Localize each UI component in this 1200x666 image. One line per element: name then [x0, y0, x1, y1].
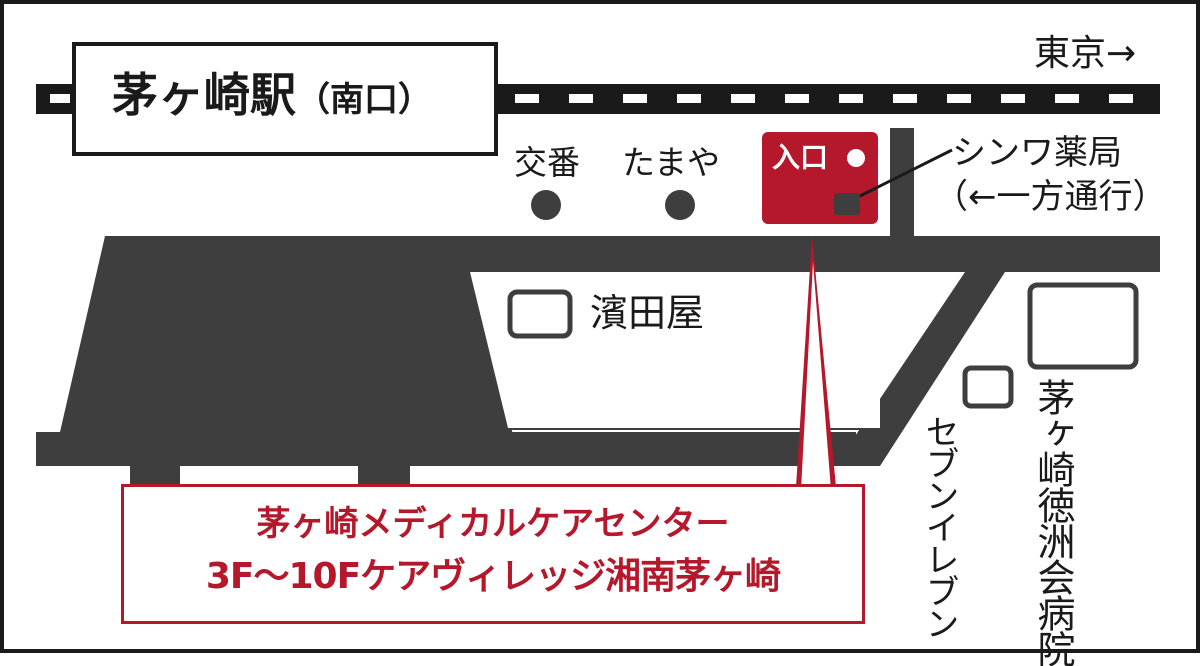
direction-tokyo-label: 東京→: [1034, 33, 1137, 74]
pharmacy-marker: [834, 193, 860, 215]
pharmacy-leader: [859, 148, 953, 198]
hamadaya-marker: [507, 289, 573, 339]
seven-eleven-label: セブンイレブン: [919, 414, 959, 638]
hamadaya-label: 濱田屋: [590, 291, 705, 335]
callout-subtitle: 3F〜10Fケアヴィレッジ湘南茅ヶ崎: [205, 556, 781, 597]
station-exit-text: （南口）: [296, 80, 432, 120]
one-way-label: （←一方通行）: [934, 177, 1167, 217]
railway-ties: [50, 94, 1133, 103]
entrance-dot: [847, 149, 865, 167]
station-sign: 茅ヶ崎駅（南口）: [72, 42, 498, 156]
road-stub-right: [358, 462, 410, 488]
seven-eleven-marker: [962, 365, 1014, 409]
facility-callout: 茅ヶ崎メディカルケアセンター 3F〜10Fケアヴィレッジ湘南茅ヶ崎: [121, 484, 865, 624]
koban-label: 交番: [514, 143, 580, 182]
lower-road: [36, 432, 856, 466]
hospital-building: [1027, 282, 1139, 370]
station-name: 茅ヶ崎駅（南口）: [112, 72, 432, 118]
road-stub-left: [130, 462, 180, 488]
callout-title: 茅ヶ崎メディカルケアセンター: [256, 504, 730, 544]
entrance-label: 入口: [772, 141, 829, 174]
koban-marker: [531, 190, 561, 220]
tamaya-marker: [665, 190, 695, 220]
station-name-text: 茅ヶ崎駅: [112, 68, 296, 122]
hospital-label: 茅ヶ崎徳洲会病院: [1031, 378, 1075, 666]
pharmacy-label: シンワ薬局: [952, 133, 1122, 173]
tamaya-label: たまや: [622, 143, 721, 182]
vertical-road: [890, 128, 914, 240]
callout-pointer-fill: [801, 262, 831, 490]
left-road-wedge: [36, 236, 520, 465]
